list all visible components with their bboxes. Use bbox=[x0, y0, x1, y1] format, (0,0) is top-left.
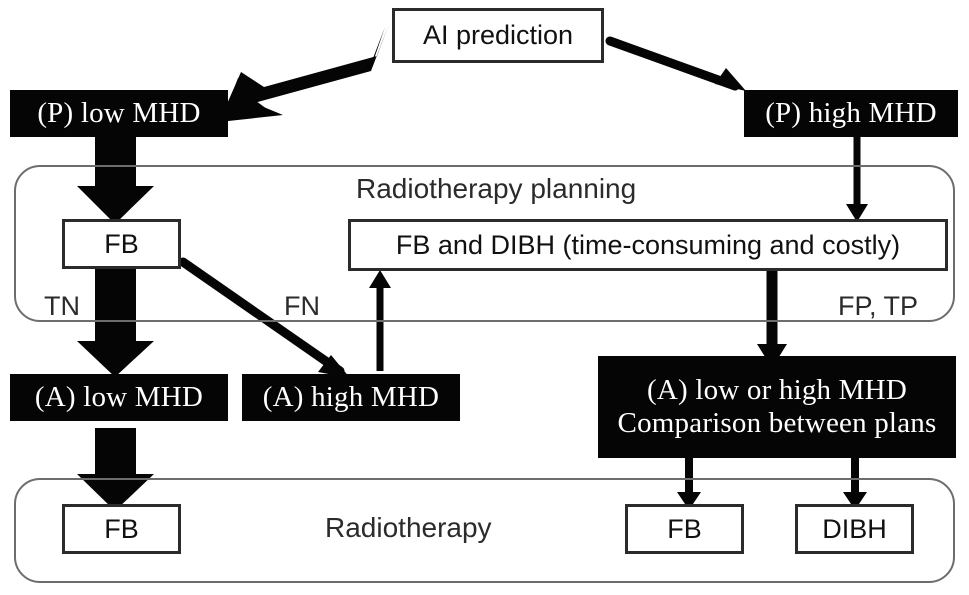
edge-label-fp-tp: FP, TP bbox=[838, 291, 919, 321]
arrow-ai-to-pred-low bbox=[219, 24, 389, 122]
node-treat-fb-right[interactable]: FB bbox=[625, 504, 744, 554]
node-actual-high-mhd[interactable]: (A) high MHD bbox=[242, 374, 460, 421]
node-plan-fb-and-dibh[interactable]: FB and DIBH (time-consuming and costly) bbox=[348, 219, 948, 271]
radiotherapy-planning-title: Radiotherapy planning bbox=[356, 173, 637, 204]
edge-label-tn: TN bbox=[44, 291, 80, 321]
node-predicted-low-mhd[interactable]: (P) low MHD bbox=[10, 90, 228, 137]
node-plan-fb[interactable]: FB bbox=[62, 219, 181, 269]
radiotherapy-panel bbox=[14, 478, 955, 583]
arrow-ai-to-pred-high bbox=[605, 36, 746, 91]
comparison-line-1: (A) low or high MHD bbox=[647, 373, 907, 406]
node-predicted-high-mhd[interactable]: (P) high MHD bbox=[744, 90, 958, 137]
edge-label-fn: FN bbox=[284, 291, 320, 321]
node-treat-dibh[interactable]: DIBH bbox=[795, 504, 914, 554]
comparison-line-2: Comparison between plans bbox=[617, 407, 937, 439]
node-ai-prediction[interactable]: AI prediction bbox=[392, 8, 604, 63]
radiotherapy-title: Radiotherapy bbox=[325, 512, 492, 543]
radiotherapy-planning-panel bbox=[14, 165, 955, 322]
node-comparison-between-plans[interactable]: (A) low or high MHD Comparison between p… bbox=[598, 356, 956, 458]
node-treat-fb-left[interactable]: FB bbox=[62, 504, 181, 554]
node-actual-low-mhd[interactable]: (A) low MHD bbox=[10, 374, 228, 421]
